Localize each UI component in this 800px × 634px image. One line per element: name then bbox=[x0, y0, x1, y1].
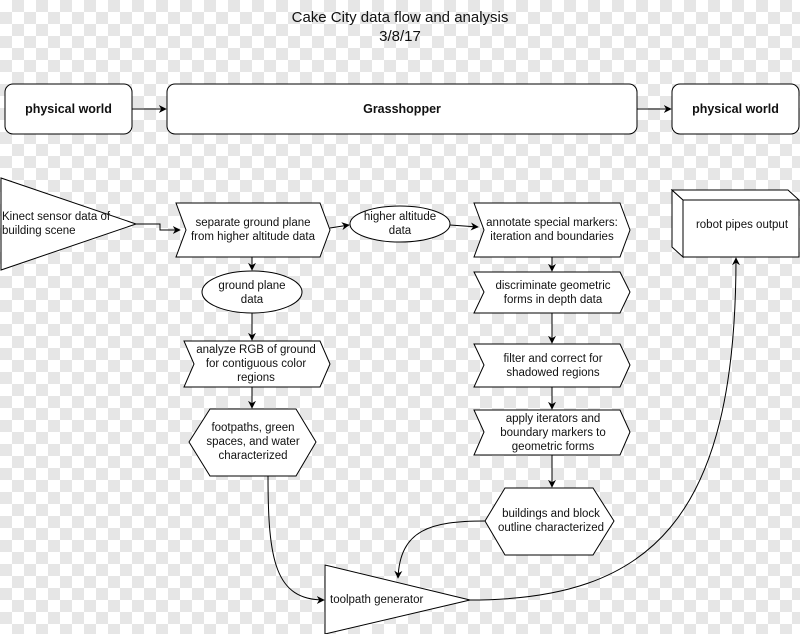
robot-output-front bbox=[682, 199, 800, 258]
stage-process-label: Grasshopper bbox=[363, 102, 441, 116]
diagram-title: Cake City data flow and analysis bbox=[291, 9, 509, 26]
arrow-buildings-to-toolpath bbox=[394, 520, 486, 579]
toolpath-label: toolpath generator bbox=[330, 594, 424, 606]
robot-label: robot pipes output bbox=[695, 219, 789, 231]
diagram-date: 3/8/17 bbox=[379, 28, 421, 45]
arrow-toolpath-to-robot bbox=[469, 257, 740, 601]
separate-ground-plane-shape bbox=[175, 202, 331, 258]
robot-output-top bbox=[670, 189, 800, 201]
arrow-separate-to-higher bbox=[329, 222, 350, 231]
discriminate-label: discriminate geometric forms in depth da… bbox=[495, 279, 611, 306]
stage-physical-world-out-box bbox=[671, 83, 800, 135]
stage-output-label: physical world bbox=[692, 102, 779, 116]
higher-altitude-data-shape bbox=[349, 205, 451, 243]
arrow-footpaths-to-toolpath bbox=[267, 475, 325, 604]
apply-iterators-shape bbox=[473, 409, 631, 456]
annotate-label: annotate special markers: iteration and … bbox=[486, 217, 618, 243]
apply-iterators-label: apply iterators and boundary markers to … bbox=[500, 412, 606, 453]
arrow-kinect-to-separate bbox=[136, 223, 181, 234]
buildings-label: buildings and block outline characterize… bbox=[497, 508, 605, 534]
higher-altitude-label: higher altitude data bbox=[363, 211, 437, 237]
footpaths-hexagon bbox=[188, 408, 317, 477]
stage-input-label: physical world bbox=[25, 102, 112, 116]
kinect-label: Kinect sensor data of building scene bbox=[2, 211, 111, 237]
robot-output-shape bbox=[671, 188, 684, 259]
separate-label: separate ground plane from higher altitu… bbox=[190, 217, 316, 243]
ground-plane-label: ground plane data bbox=[218, 280, 286, 306]
analyze-rgb-shape bbox=[183, 340, 331, 388]
annotate-markers-shape bbox=[473, 202, 631, 258]
analyze-rgb-label: analyze RGB of ground for contiguous col… bbox=[196, 344, 316, 384]
filter-label: filter and correct for shadowed regions bbox=[503, 352, 603, 379]
kinect-sensor-shape bbox=[0, 177, 138, 271]
arrow-higher-to-annotate bbox=[449, 222, 479, 231]
footpaths-label: footpaths, green spaces, and water chara… bbox=[206, 422, 300, 462]
discriminate-forms-shape bbox=[473, 271, 631, 314]
filter-shadows-shape bbox=[473, 343, 631, 388]
toolpath-generator-shape bbox=[324, 564, 471, 634]
